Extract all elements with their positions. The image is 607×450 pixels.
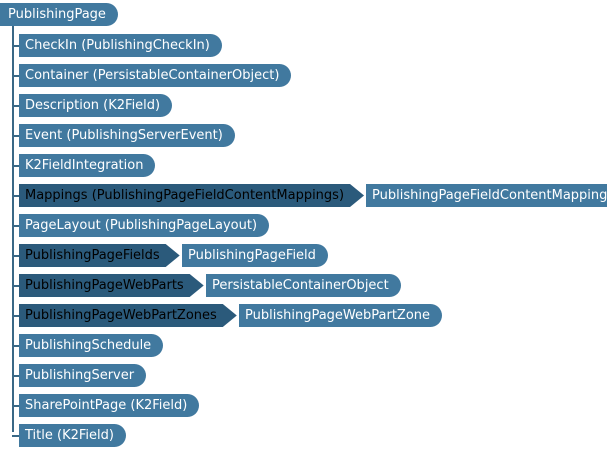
branch-connector	[12, 195, 19, 197]
branch-connector	[12, 135, 19, 137]
branch-connector	[12, 255, 19, 257]
property-node-title-k2field[interactable]: Title (K2Field)	[19, 424, 126, 447]
tree-trunk-connector	[12, 26, 14, 432]
property-node-pagelayout-publishingpagelayout[interactable]: PageLayout (PublishingPageLayout)	[19, 214, 270, 237]
branch-connector	[12, 435, 19, 437]
branch-connector	[12, 405, 19, 407]
branch-connector	[12, 315, 19, 317]
property-node-container-persistablecontainerobject[interactable]: Container (PersistableContainerObject)	[19, 64, 292, 87]
property-node-k2fieldintegration[interactable]: K2FieldIntegration	[19, 154, 156, 177]
branch-connector	[12, 285, 19, 287]
target-node-publishingpagefield[interactable]: PublishingPageField	[182, 244, 328, 267]
property-node-publishingserver[interactable]: PublishingServer	[19, 364, 147, 387]
root-node-publishing-page[interactable]: PublishingPage	[0, 3, 118, 26]
property-node-description-k2field[interactable]: Description (K2Field)	[19, 94, 173, 117]
collection-node-publishingpagewebpartzones[interactable]: PublishingPageWebPartZones	[19, 304, 237, 327]
branch-connector	[12, 105, 19, 107]
branch-connector	[12, 225, 19, 227]
branch-connector	[12, 45, 19, 47]
target-node-publishingpagewebpartzone[interactable]: PublishingPageWebPartZone	[239, 304, 443, 327]
property-node-checkin-publishingcheckin[interactable]: CheckIn (PublishingCheckIn)	[19, 34, 222, 57]
branch-connector	[12, 345, 19, 347]
branch-connector	[12, 75, 19, 77]
collection-node-mappings-publishingpagefieldcontentmappings[interactable]: Mappings (PublishingPageFieldContentMapp…	[19, 184, 364, 207]
branch-connector	[12, 165, 19, 167]
property-node-sharepointpage-k2field[interactable]: SharePointPage (K2Field)	[19, 394, 200, 417]
property-node-event-publishingserverevent[interactable]: Event (PublishingServerEvent)	[19, 124, 235, 147]
collection-node-publishingpagewebparts[interactable]: PublishingPageWebParts	[19, 274, 204, 297]
target-node-publishingpagefieldcontentmapping[interactable]: PublishingPageFieldContentMapping	[366, 184, 607, 207]
branch-connector	[12, 375, 19, 377]
property-node-publishingschedule[interactable]: PublishingSchedule	[19, 334, 164, 357]
collection-node-publishingpagefields[interactable]: PublishingPageFields	[19, 244, 180, 267]
target-node-persistablecontainerobject[interactable]: PersistableContainerObject	[206, 274, 401, 297]
